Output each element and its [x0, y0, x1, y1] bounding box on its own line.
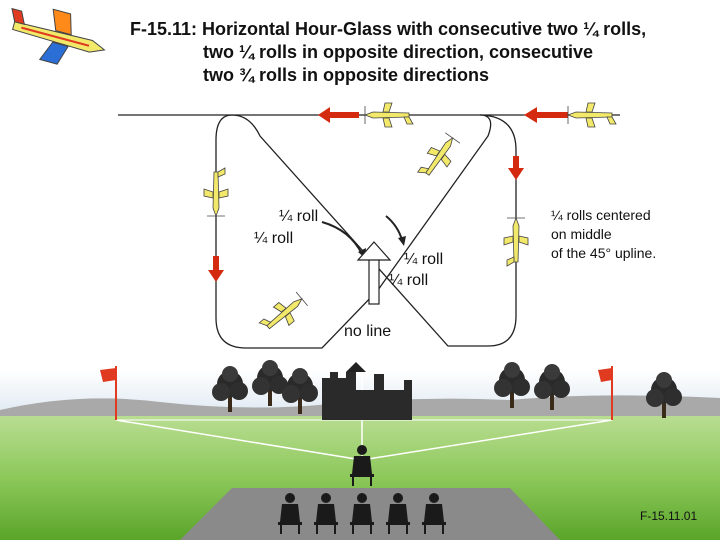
roll-arrow-right-curve — [386, 216, 402, 240]
plane-icon-diagonal-lower — [257, 290, 309, 339]
title-line-3: two ¾ rolls in opposite directions — [130, 64, 646, 87]
note-line-1: ¼ rolls centered — [551, 206, 656, 225]
figure-title: F-15.11: Horizontal Hour-Glass with cons… — [130, 18, 646, 87]
roll-arrows — [322, 216, 406, 258]
title-line-1: F-15.11: Horizontal Hour-Glass with cons… — [130, 18, 646, 41]
plane-icon-right-vertical — [504, 218, 528, 266]
figure-code: F-15.11.01 — [640, 509, 697, 523]
scenery — [0, 330, 720, 540]
label-roll-lower-left: ¼ roll — [254, 230, 293, 248]
label-roll-upper-left: ¼ roll — [279, 208, 318, 226]
plane-icon-top-right — [568, 103, 616, 127]
label-no-line: no line — [344, 323, 391, 341]
plane-icon-left-vertical — [204, 168, 228, 216]
flight-path — [118, 111, 620, 348]
plane-icon-top-center — [365, 103, 413, 127]
note-line-2: on middle — [551, 225, 656, 244]
arrow-left-icon-2 — [524, 107, 568, 123]
arrow-down-icon-right — [508, 156, 524, 180]
label-roll-upper-center: ¼ roll — [404, 251, 443, 269]
logo-airplane-icon — [1, 0, 111, 75]
arrow-left-icon-1 — [318, 107, 359, 123]
roll-centering-note: ¼ rolls centered on middle of the 45° up… — [551, 206, 656, 263]
plane-icon-diagonal-upper — [415, 131, 462, 184]
note-line-3: of the 45° upline. — [551, 244, 656, 263]
arrow-down-icon-left — [208, 256, 224, 282]
title-line-2: two ¼ rolls in opposite direction, conse… — [130, 41, 646, 64]
label-roll-lower-center: ¼ roll — [389, 272, 428, 290]
